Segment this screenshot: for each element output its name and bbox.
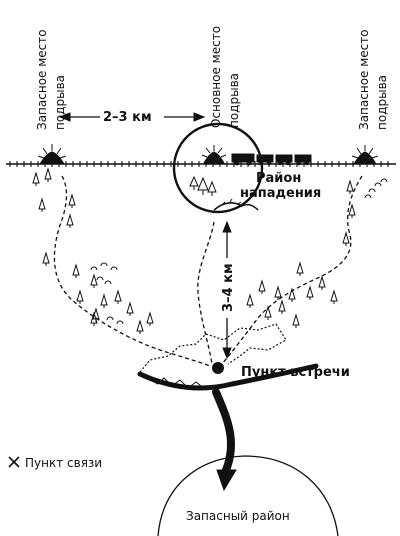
- bush-icon: [104, 280, 112, 285]
- reserve-area-label: Запасный район: [186, 509, 290, 523]
- tree-icon: [258, 279, 266, 294]
- retreat-arrow-head: [216, 469, 237, 492]
- tree-icon: [342, 231, 350, 246]
- tree-icon: [42, 251, 50, 266]
- tree-icon: [44, 167, 52, 182]
- explosion-icon: [37, 144, 67, 165]
- contact-point-label: Пункт связи: [25, 456, 102, 470]
- tree-icon: [346, 179, 354, 194]
- tree-icon: [32, 171, 40, 186]
- bushes: [90, 178, 388, 325]
- tree-icon: [66, 213, 74, 228]
- bush-icon: [106, 316, 114, 321]
- distance-arrow-meet: [222, 220, 232, 360]
- attack-area-label-line2: нападения: [240, 186, 321, 201]
- cross-icon: [8, 456, 20, 468]
- tree-icon: [100, 293, 108, 308]
- tree-icon: [330, 289, 338, 304]
- tree-icon: [146, 311, 154, 326]
- tree-icon: [90, 311, 98, 326]
- meeting-clearing: [137, 323, 319, 391]
- explosion-icon: [351, 145, 379, 165]
- bush-icon: [90, 266, 98, 271]
- tree-icon: [126, 301, 134, 316]
- attack-area-circle: [172, 122, 264, 214]
- tree-icon: [68, 193, 76, 208]
- tree-icon: [306, 285, 314, 300]
- bush-icon: [116, 320, 124, 325]
- tree-icon: [288, 287, 296, 302]
- retreat-arrow: [212, 388, 236, 474]
- tree-icon: [136, 319, 144, 334]
- explosion-icon: [201, 145, 227, 164]
- bush-icon: [364, 194, 372, 199]
- main-site-label-line1: Основное место: [209, 26, 223, 128]
- reserve-left-label-line2: подрыва: [53, 75, 67, 130]
- tree-icon: [296, 261, 304, 276]
- bush-icon: [374, 182, 382, 187]
- tree-icon: [72, 263, 80, 278]
- main-site-label-line2: подрыва: [227, 73, 241, 128]
- tree-icon: [264, 305, 272, 320]
- distance-rail-label: 2–3 км: [103, 110, 152, 125]
- bush-icon: [96, 276, 104, 281]
- bush-icon: [100, 262, 108, 267]
- trail-left: [53, 175, 211, 367]
- tree-icon: [278, 299, 286, 314]
- reserve-right-label-line1: Запасное место: [357, 29, 371, 130]
- bush-icon: [368, 188, 376, 193]
- tree-icon: [292, 313, 300, 328]
- attack-area-label-line1: Район: [256, 171, 301, 186]
- tree-icon: [246, 293, 254, 308]
- hill-icon: [213, 198, 259, 211]
- forest: [32, 167, 356, 334]
- distance-arrow-rail: [58, 112, 206, 122]
- meeting-point-dot: [212, 362, 224, 374]
- reserve-right-label-line2: подрыва: [375, 75, 389, 130]
- tree-icon: [189, 175, 217, 196]
- bush-icon: [380, 178, 388, 183]
- tree-icon: [90, 273, 98, 288]
- tree-icon: [348, 203, 356, 218]
- meeting-point-label: Пункт встречи: [241, 365, 350, 380]
- distance-meet-label: 3–4 км: [221, 263, 236, 312]
- tree-icon: [76, 289, 84, 304]
- tree-icon: [38, 197, 46, 212]
- tree-icon: [114, 289, 122, 304]
- bush-icon: [110, 266, 118, 271]
- tree-icon: [274, 285, 282, 300]
- tree-icon: [318, 275, 326, 290]
- reserve-left-label-line1: Запасное место: [35, 29, 49, 130]
- reserve-area-boundary: [157, 455, 339, 536]
- trail-center: [197, 221, 215, 365]
- train: [231, 153, 312, 166]
